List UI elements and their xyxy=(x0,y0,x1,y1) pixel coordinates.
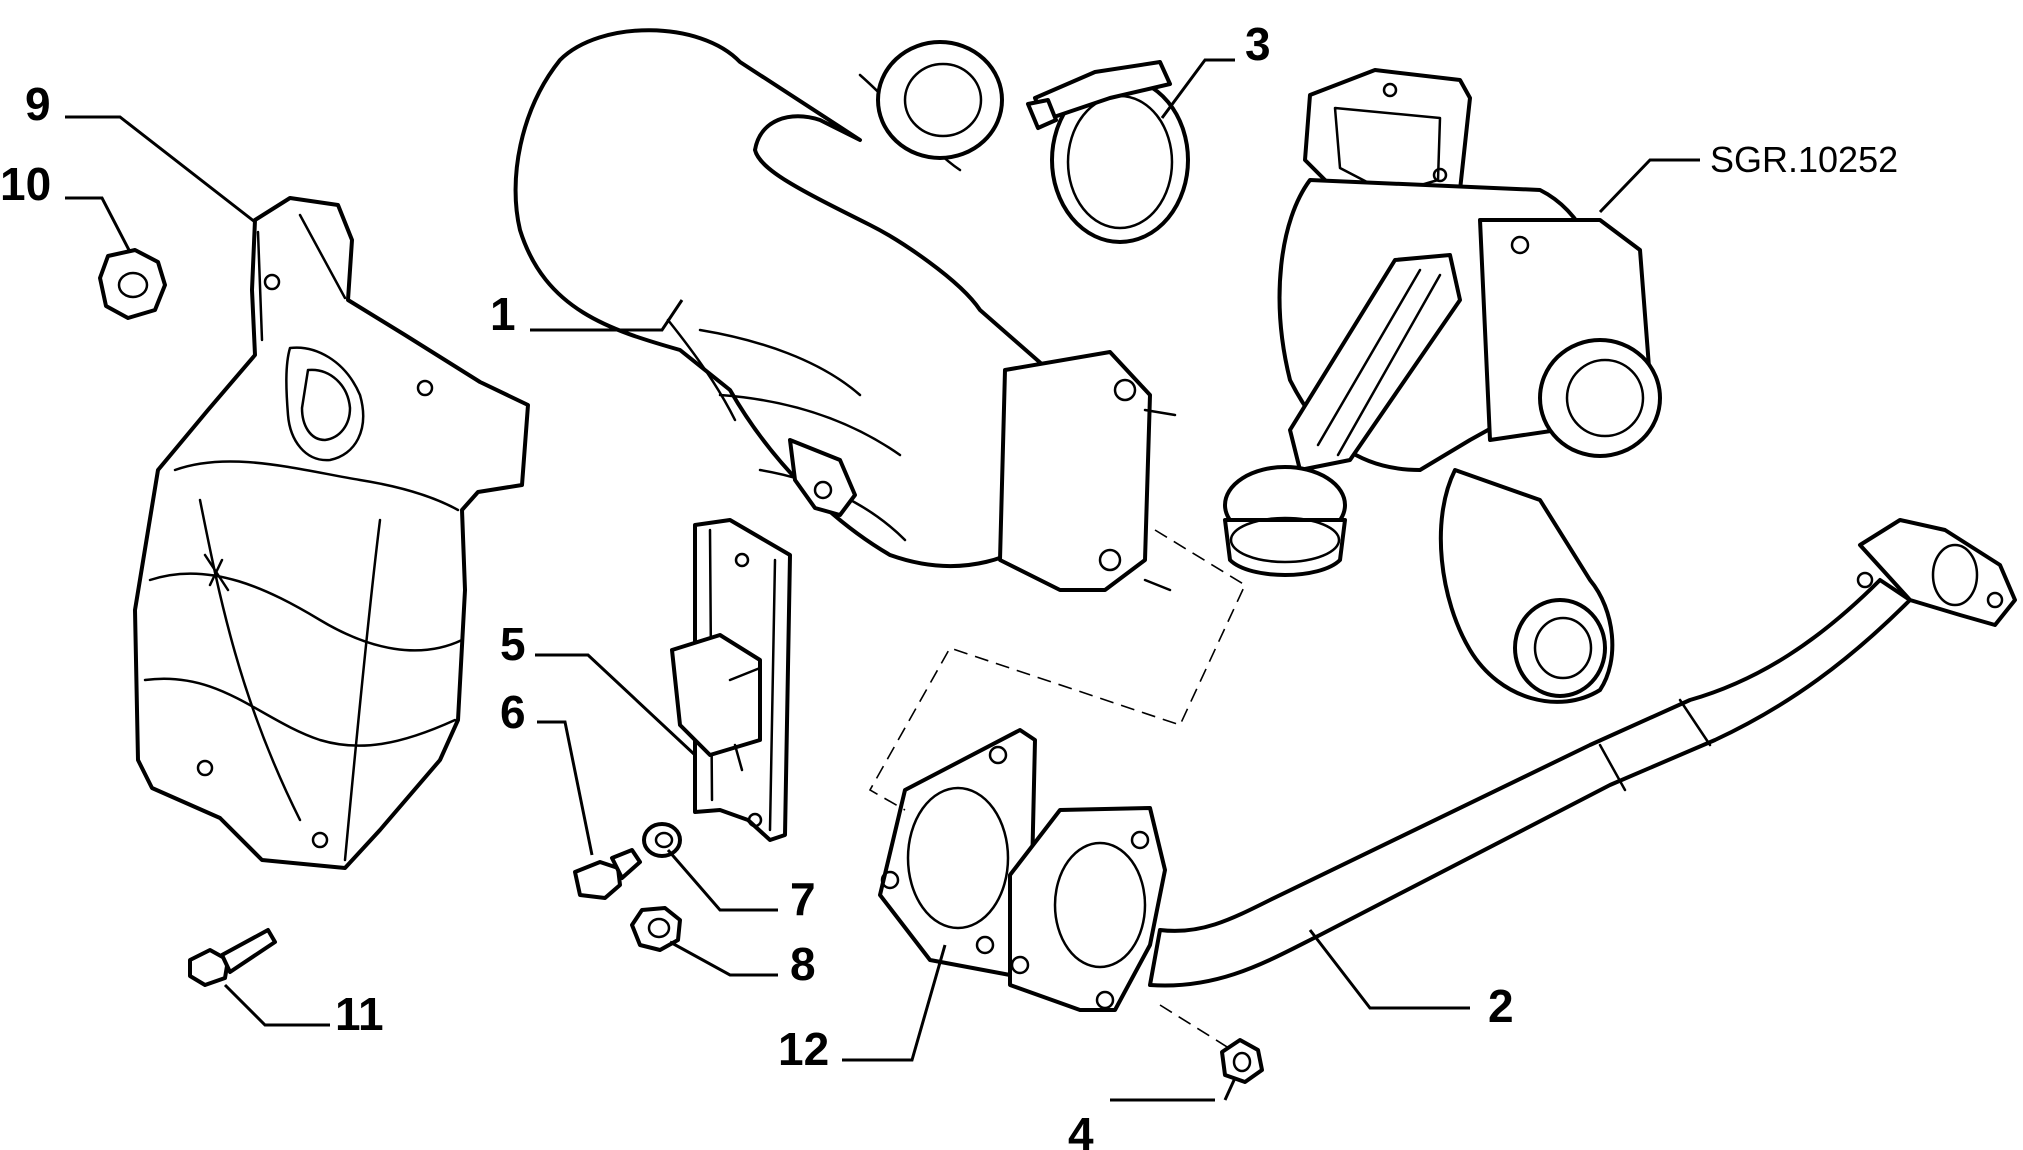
callout-7: 7 xyxy=(790,873,816,925)
callout-5: 5 xyxy=(500,618,526,670)
callout-1: 1 xyxy=(490,288,516,340)
heat-shield-part-9 xyxy=(133,196,530,870)
bolt-part-6 xyxy=(573,848,642,900)
callout-11: 11 xyxy=(335,988,384,1040)
exhaust-pipe-part-2 xyxy=(1008,518,2017,1012)
callout-labels: 1 2 3 4 5 6 7 8 9 10 11 12 SGR.10252 xyxy=(0,18,1898,1150)
washer-part-7 xyxy=(642,822,682,858)
nut-part-4 xyxy=(1220,1038,1264,1084)
callout-10: 10 xyxy=(0,158,51,210)
callout-3: 3 xyxy=(1245,18,1271,70)
nut-part-10 xyxy=(98,248,167,320)
turbocharger-assembly xyxy=(1223,68,1662,704)
callout-12: 12 xyxy=(778,1023,829,1075)
callout-6: 6 xyxy=(500,686,526,738)
callout-9: 9 xyxy=(25,78,51,130)
assembly-dashed-lines xyxy=(868,529,1247,1051)
callout-8: 8 xyxy=(790,938,816,990)
bolt-part-11 xyxy=(188,928,277,987)
catalytic-converter-part-1 xyxy=(513,28,1177,592)
leader-lines xyxy=(65,58,1700,1102)
nut-part-8 xyxy=(630,906,682,952)
bracket-part-5 xyxy=(670,518,792,842)
reference-code: SGR.10252 xyxy=(1710,139,1898,180)
callout-4: 4 xyxy=(1068,1108,1094,1150)
callout-2: 2 xyxy=(1488,980,1514,1032)
clamp-part-3 xyxy=(1026,60,1190,244)
